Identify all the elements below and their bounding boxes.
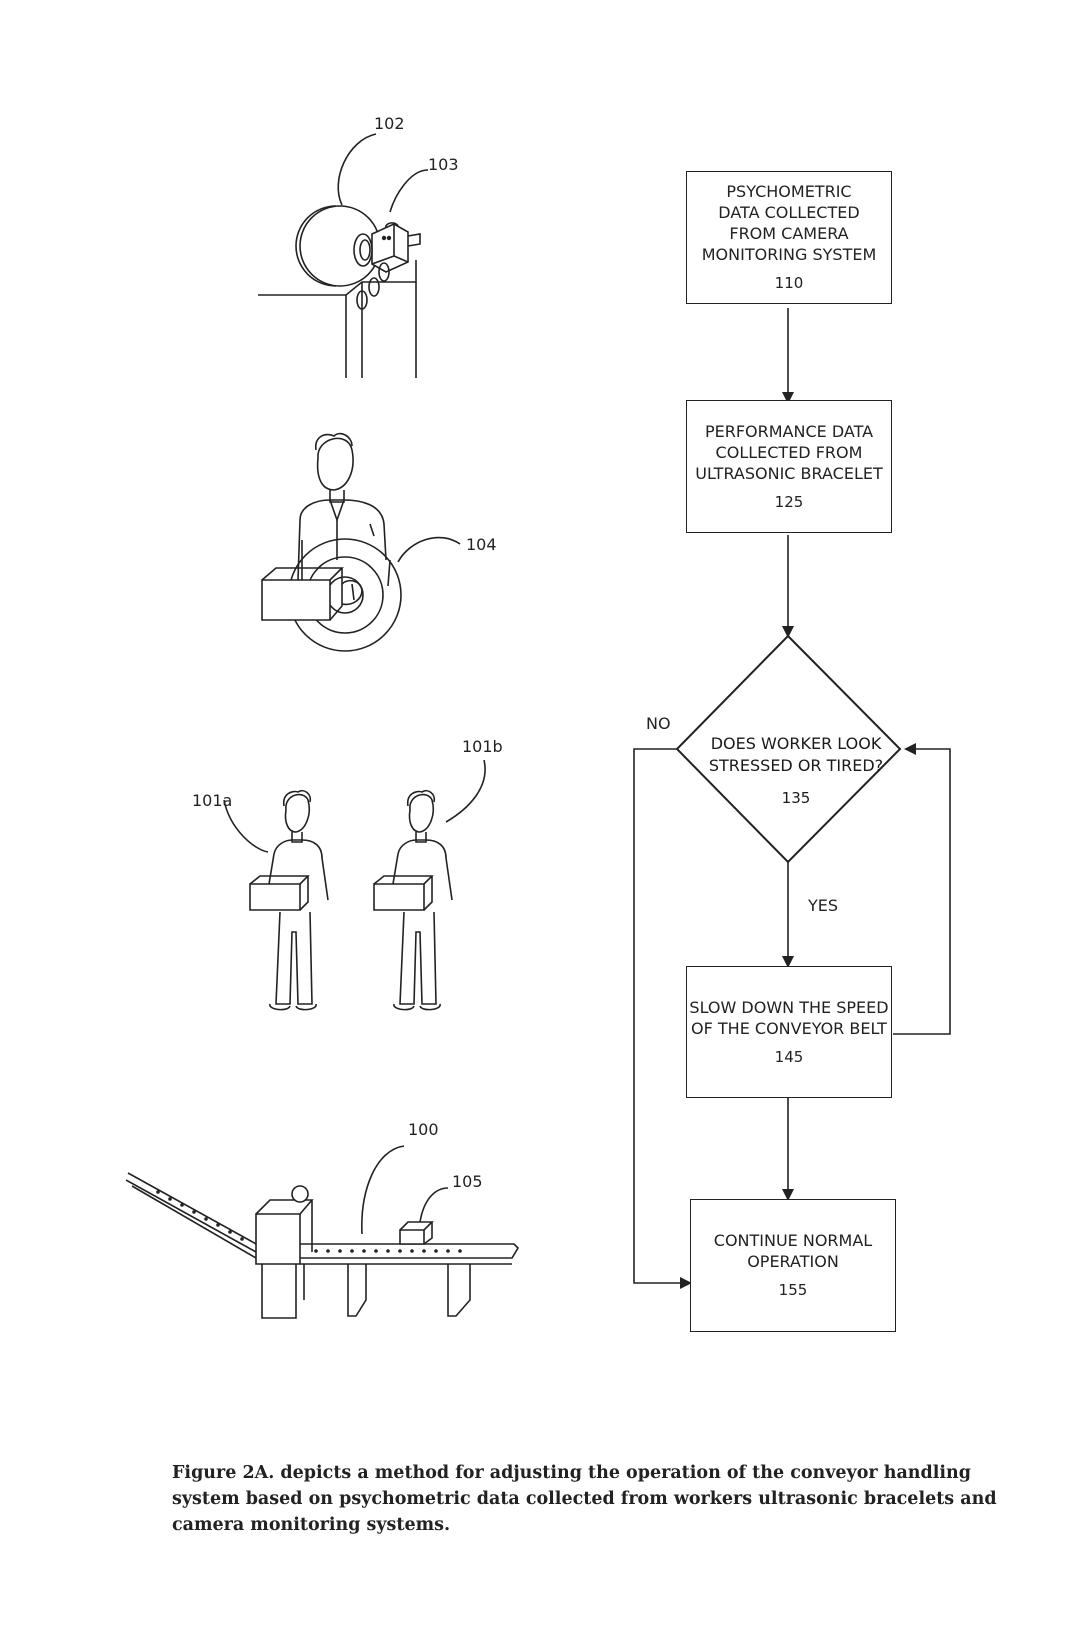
decision-no-label: NO [646,714,671,733]
ref-100: 100 [408,1120,439,1139]
worker-with-bracelet-illustration [261,432,461,652]
decision-yes-label: YES [808,896,839,915]
decision-135-label: DOES WORKER LOOK STRESSED OR TIRED? [708,734,884,775]
step-125-number: 125 [774,492,804,511]
ref-101a: 101a [192,791,233,810]
step-110-box: PSYCHOMETRIC DATA COLLECTED FROM CAMERA … [686,171,892,304]
flowchart-connectors [633,308,951,1289]
step-155-label: CONTINUE NORMAL OPERATION [713,1231,873,1271]
camera-illustration [258,133,429,378]
ref-104: 104 [466,535,497,554]
step-155-box: CONTINUE NORMAL OPERATION 155 [690,1199,896,1332]
arrow-135-to-155-no [633,748,692,1289]
step-125-box: PERFORMANCE DATA COLLECTED FROM ULTRASON… [686,400,892,533]
worker-101b-illustration [373,759,486,1011]
decision-diamond [675,634,902,864]
step-110-label: PSYCHOMETRIC DATA COLLECTED FROM CAMERA … [701,182,877,264]
ref-105: 105 [452,1172,483,1191]
conveyor-illustration [125,1145,520,1319]
decision-135-number: 135 [781,789,811,807]
step-125-label: PERFORMANCE DATA COLLECTED FROM ULTRASON… [695,421,883,483]
ref-102: 102 [374,114,405,133]
figure-caption: Figure 2A. depicts a method for adjustin… [172,1463,997,1535]
step-145-label: SLOW DOWN THE SPEED OF THE CONVEYOR BELT [689,997,889,1038]
arrow-145-loop-to-135 [893,743,951,1035]
ref-101b: 101b [462,737,503,756]
worker-101a-illustration [223,789,329,1011]
step-145-box: SLOW DOWN THE SPEED OF THE CONVEYOR BELT… [686,966,892,1098]
step-110-number: 110 [774,274,804,292]
step-155-number: 155 [778,1281,808,1299]
ref-103: 103 [428,155,459,174]
step-145-number: 145 [774,1047,804,1066]
